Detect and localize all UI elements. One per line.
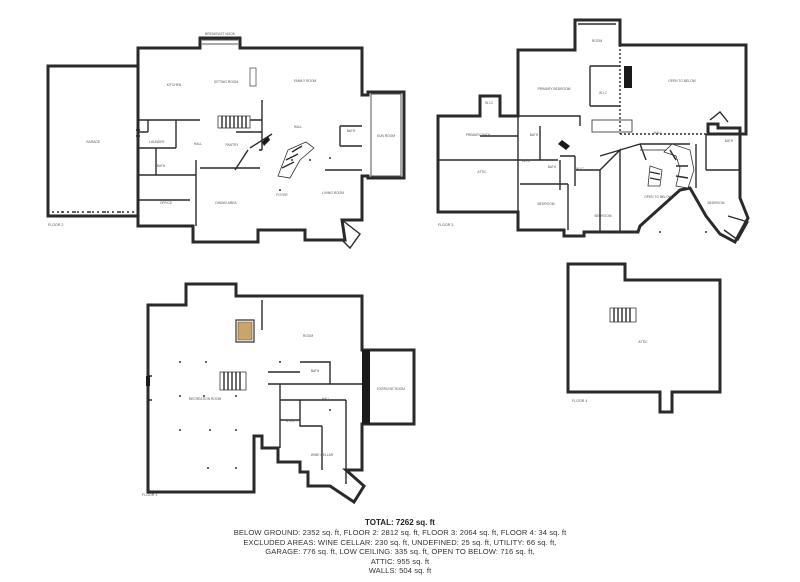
room-label-open-below-a: OPEN TO BELOW: [668, 79, 696, 83]
room-label-office: OFFICE: [160, 201, 173, 205]
room-label-wic-b: W.I.C: [485, 101, 494, 105]
disclaimer-text-cutoff: [300, 577, 500, 582]
room-label-foyer: FOYER: [276, 193, 288, 197]
room-label-dining: DINING AREA: [215, 201, 237, 205]
room-label-f3-hall: HALL: [654, 131, 662, 135]
floor-2-label: FLOOR 2: [48, 223, 63, 227]
floor-2-plan: [46, 36, 406, 250]
area-breakdown-line-3: GARAGE: 776 sq. ft, LOW CEILING: 335 sq.…: [265, 547, 535, 557]
room-label-hall-a: HALL: [194, 142, 202, 146]
room-label-sitting: SITTING ROOM: [214, 80, 238, 84]
floor-1-plan: [146, 282, 416, 505]
area-breakdown-line-1: BELOW GROUND: 2352 sq. ft, FLOOR 2: 2812…: [233, 528, 567, 537]
room-label-f1-hall: HALL: [322, 397, 330, 401]
room-label-f3-room: ROOM: [592, 39, 603, 43]
room-label-bath-b: BATH: [157, 164, 166, 168]
room-label-living: LIVING ROOM: [322, 191, 344, 195]
room-label-sunroom: SUN ROOM: [377, 134, 395, 138]
room-label-utility: UTILITY: [286, 419, 299, 423]
floor-3-plan: [436, 18, 750, 245]
room-label-primary-bath: PRIMARY BATH: [466, 133, 491, 137]
room-label-wine: WINE CELLAR: [311, 453, 334, 457]
room-label-open-below-b: OPEN TO BELOW: [644, 195, 672, 199]
floor-1-room-labels: ROOM RECREATION ROOM BATH HALL EXERCISE …: [189, 334, 405, 457]
floor-3-label: FLOOR 3: [438, 223, 453, 227]
room-label-wic-c: W.I.C: [522, 159, 531, 163]
room-label-f3-attic: ATTIC: [477, 170, 487, 174]
floor-2-room-labels: GARAGE BREAKFAST NOOK KITCHEN SITTING RO…: [86, 32, 395, 205]
floor-4-label: FLOOR 4: [572, 399, 587, 403]
area-summary: TOTAL: 7262 sq. ft BELOW GROUND: 2352 sq…: [0, 518, 800, 576]
floor-plan-drawing: FLOOR 2 GARAGE BREAKFAST NOOK KITCHEN SI…: [46, 18, 750, 505]
room-label-f3-bath-b: BATH: [725, 139, 734, 143]
room-label-f1-bath: BATH: [311, 369, 320, 373]
room-label-wic-a: W.I.C: [599, 91, 608, 95]
floor-4-plan: [566, 262, 722, 414]
room-label-exercise: EXERCISE ROOM: [377, 387, 405, 391]
room-label-kitchen: KITCHEN: [167, 83, 182, 87]
room-label-family: FAMILY ROOM: [294, 79, 317, 83]
room-label-recreation: RECREATION ROOM: [189, 397, 222, 401]
room-label-f3-bath-a: BATH: [530, 133, 539, 137]
room-label-primary-bed: PRIMARY BEDROOM: [538, 87, 571, 91]
room-label-garage: GARAGE: [86, 140, 101, 144]
area-breakdown-line-5: WALLS: 504 sq. ft: [368, 566, 432, 576]
room-label-laundry: LAUNDRY: [149, 140, 165, 144]
room-label-f1-room: ROOM: [303, 334, 314, 338]
floor-1-label: FLOOR 1: [142, 493, 157, 497]
room-label-breakfast: BREAKFAST NOOK: [205, 32, 236, 36]
room-label-f4-attic: ATTIC: [638, 340, 648, 344]
room-label-bedroom-c: BEDROOM: [707, 201, 724, 205]
area-breakdown-line-4: ATTIC: 955 sq. ft: [370, 556, 430, 566]
room-label-hall-b: HALL: [294, 125, 302, 129]
room-label-pantry: PANTRY: [225, 143, 239, 147]
room-label-bath-a: BATH: [347, 129, 356, 133]
room-label-bedroom-a: BEDROOM: [537, 202, 554, 206]
room-label-wic-d: W.I.C: [576, 167, 585, 171]
room-label-f3-bath-c: BATH: [548, 165, 557, 169]
total-area: TOTAL: 7262 sq. ft: [365, 518, 435, 527]
area-breakdown-line-2: EXCLUDED AREAS: WINE CELLAR: 230 sq. ft,…: [243, 537, 557, 547]
room-label-bedroom-b: BEDROOM: [594, 214, 611, 218]
floor-3-room-labels: ROOM PRIMARY BEDROOM W.I.C OPEN TO BELOW…: [466, 39, 734, 218]
